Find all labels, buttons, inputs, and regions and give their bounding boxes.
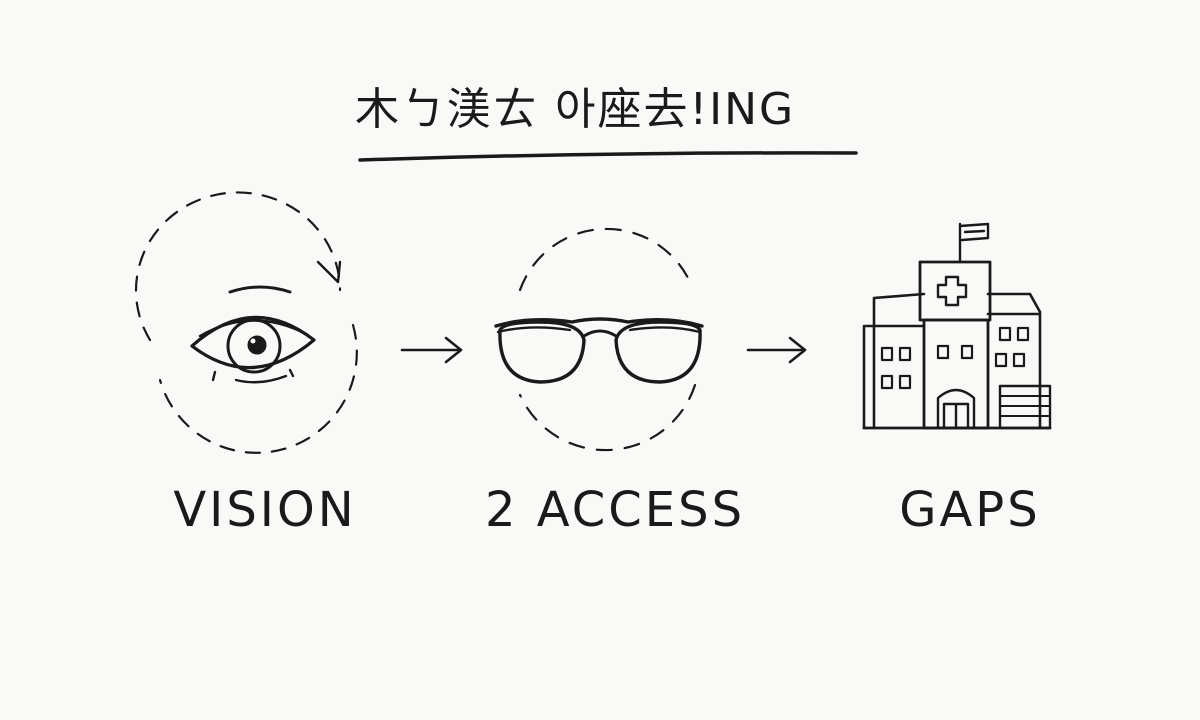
glasses-bridge [582, 329, 618, 338]
eye-lower-lashes [211, 368, 295, 384]
glasses-right-lens [614, 320, 702, 384]
hospital-windows [880, 326, 1030, 390]
hospital-flag [958, 222, 990, 264]
step-label-gaps: GAPS [899, 482, 1041, 538]
glasses-icon [494, 227, 704, 452]
eye-dashed-circle-lower [158, 323, 358, 454]
arrow-right-icon [746, 336, 807, 364]
glasses-left-lens [498, 320, 586, 384]
eye-iris [226, 318, 282, 374]
hospital-icon [862, 222, 1052, 430]
arrow-right-icon [400, 336, 463, 364]
step-label-access: 2 ACCESS [484, 482, 746, 538]
eye-outline [190, 315, 316, 370]
eyebrow [228, 285, 292, 294]
eye-rotation-arrowhead [316, 260, 342, 284]
hospital-left-wing [862, 292, 926, 430]
title-underline [358, 151, 858, 162]
glasses-frame-top [494, 317, 704, 328]
hospital-tower [918, 260, 992, 322]
diagram-title: 木ㄅ渼ㄊ 아座去!ING [355, 84, 796, 135]
eye-upper-lid [198, 319, 308, 338]
eye-dashed-circle [134, 191, 342, 342]
hospital-door [936, 388, 976, 430]
glasses-dashed-circle [518, 227, 692, 292]
hospital-right-wing [986, 292, 1042, 430]
eye-pupil [247, 335, 267, 355]
step-label-vision: VISION [173, 482, 357, 538]
glasses-dashed-circle-lower [518, 383, 697, 452]
eye-icon [134, 191, 358, 454]
hospital-cross [936, 275, 968, 307]
